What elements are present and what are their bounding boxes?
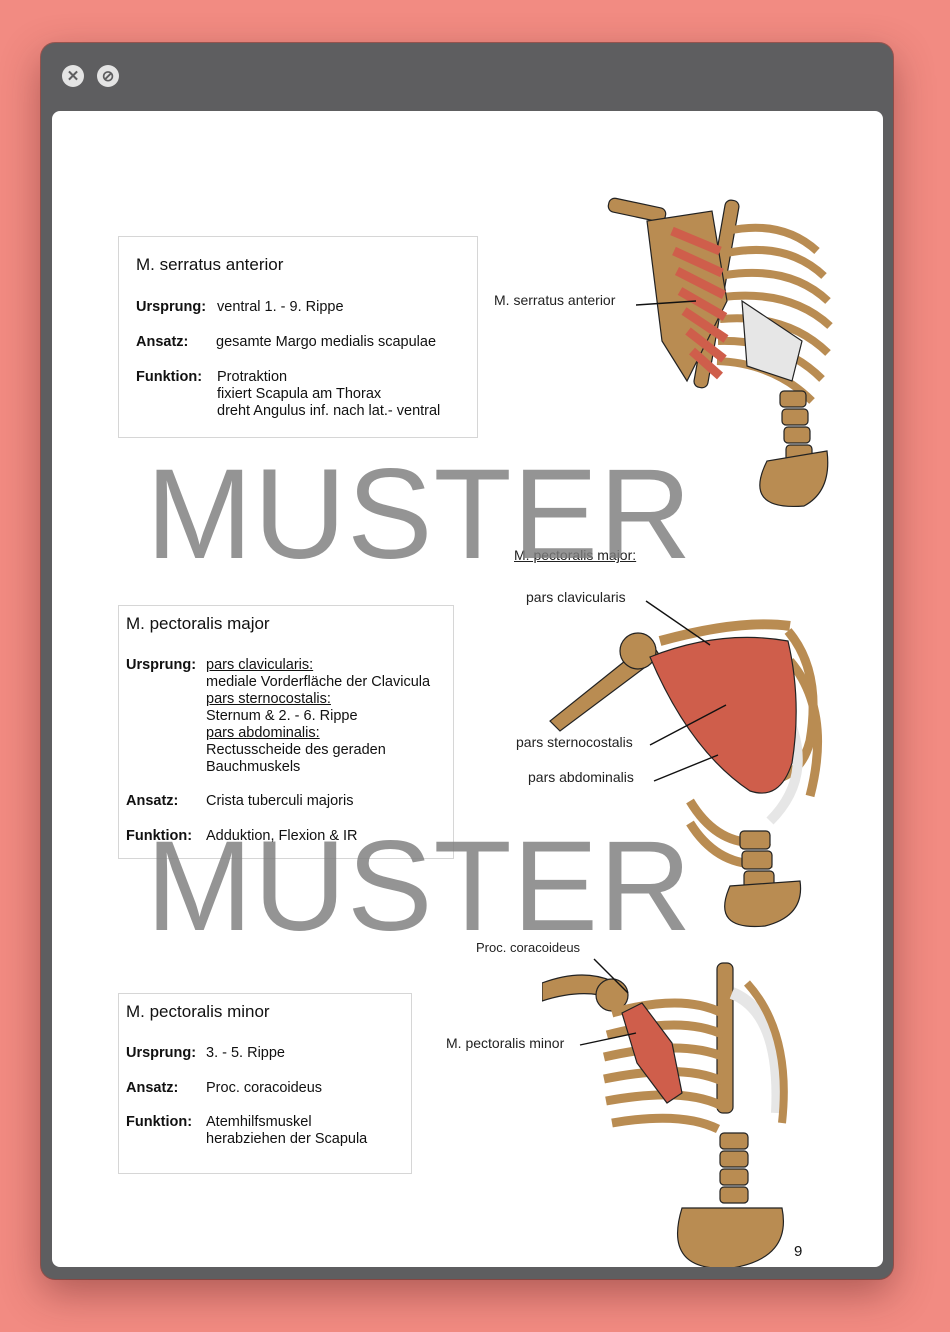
card-pectoralis-major: M. pectoralis major Ursprung: pars clavi… — [118, 605, 454, 859]
funktion-value: herabziehen der Scapula — [206, 1131, 368, 1147]
ansatz-value: Proc. coracoideus — [206, 1080, 323, 1096]
proc-coracoideus-label: Proc. coracoideus — [476, 940, 581, 955]
card-title: M. serratus anterior — [136, 255, 284, 274]
ansatz-label: Ansatz: — [126, 793, 179, 809]
ursprung-subheading: pars clavicularis: — [206, 657, 314, 673]
ursprung-value: Bauchmuskels — [206, 759, 301, 775]
pars-sternocostalis-leader-line — [649, 704, 727, 746]
document-page: M. serratus anterior Ursprung: ventral 1… — [52, 111, 883, 1267]
ursprung-value: mediale Vorderfläche der Clavicula — [206, 674, 431, 690]
ansatz-value: gesamte Margo medialis scapulae — [216, 334, 437, 350]
pectoralis-major-illustration — [549, 619, 822, 928]
funktion-value: fixiert Scapula am Thorax — [217, 386, 382, 402]
pectoralis-minor-illustration — [542, 962, 788, 1267]
ursprung-label: Ursprung: — [126, 657, 197, 673]
block-icon: ⊘ — [101, 67, 115, 85]
ursprung-value: Sternum & 2. - 6. Rippe — [206, 708, 358, 724]
pectoralis-minor-leader-line — [579, 1032, 637, 1046]
funktion-label: Funktion: — [136, 369, 203, 385]
card-serratus-anterior: M. serratus anterior Ursprung: ventral 1… — [118, 236, 478, 438]
pectoralis-minor-label: M. pectoralis minor — [446, 1035, 565, 1051]
pars-abdominalis-label: pars abdominalis — [528, 769, 634, 785]
card-title: M. pectoralis major — [126, 614, 270, 633]
pars-clavicularis-leader-line — [645, 600, 711, 646]
pars-sternocostalis-label: pars sternocostalis — [516, 734, 633, 750]
funktion-value: Protraktion — [217, 369, 288, 385]
card-pectoralis-minor: M. pectoralis minor Ursprung: 3. - 5. Ri… — [118, 993, 412, 1174]
ursprung-label: Ursprung: — [136, 299, 207, 315]
ursprung-subheading: pars sternocostalis: — [206, 691, 331, 707]
ursprung-value: 3. - 5. Rippe — [206, 1045, 285, 1061]
funktion-value: Atemhilfsmuskel — [206, 1114, 312, 1130]
pars-clavicularis-label: pars clavicularis — [526, 589, 626, 605]
pectoralis-major-figure-title: M. pectoralis major: — [514, 547, 637, 563]
ansatz-label: Ansatz: — [126, 1080, 179, 1096]
ansatz-label: Ansatz: — [136, 334, 189, 350]
funktion-label: Funktion: — [126, 1114, 193, 1130]
ursprung-label: Ursprung: — [126, 1045, 197, 1061]
ursprung-value: Rectusscheide des geraden — [206, 742, 386, 758]
serratus-anterior-leader-line — [636, 300, 696, 306]
page-number: 9 — [794, 1243, 803, 1260]
serratus-anterior-illustration — [607, 197, 833, 508]
proc-coracoideus-leader-line — [593, 958, 629, 994]
close-button[interactable]: ✕ — [62, 65, 84, 87]
ursprung-value: ventral 1. - 9. Rippe — [217, 299, 344, 315]
pars-abdominalis-leader-line — [653, 754, 719, 782]
minimize-button[interactable]: ⊘ — [97, 65, 119, 87]
document-window: ✕ ⊘ M. serratus anterior Ursprung: ventr… — [41, 43, 893, 1279]
funktion-value: dreht Angulus inf. nach lat.- ventral — [217, 403, 441, 419]
serratus-anterior-label: M. serratus anterior — [494, 292, 616, 308]
ursprung-subheading: pars abdominalis: — [206, 725, 320, 741]
card-title: M. pectoralis minor — [126, 1002, 270, 1021]
funktion-value: Adduktion, Flexion & IR — [206, 828, 358, 844]
close-icon: ✕ — [66, 67, 80, 85]
funktion-label: Funktion: — [126, 828, 193, 844]
ansatz-value: Crista tuberculi majoris — [206, 793, 354, 809]
